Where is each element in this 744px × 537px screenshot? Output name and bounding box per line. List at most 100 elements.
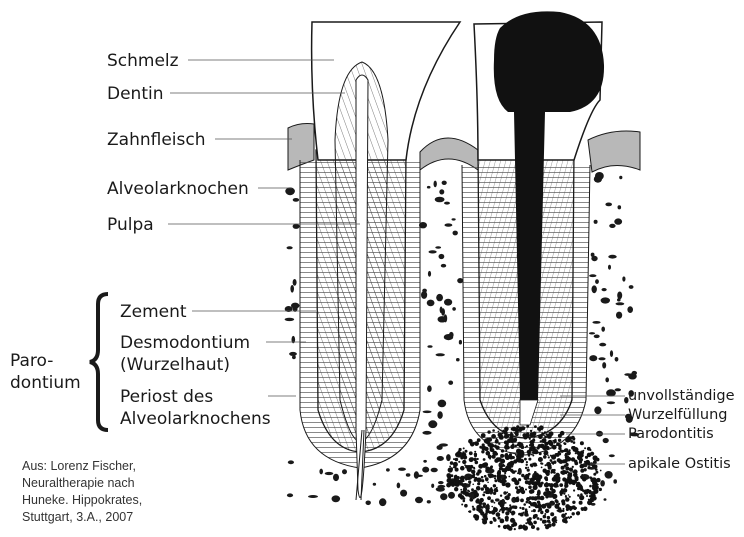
bone-spot bbox=[293, 198, 299, 202]
lesion-speck bbox=[596, 458, 600, 462]
lesion-speck bbox=[487, 430, 490, 433]
lesion-speck bbox=[569, 436, 573, 440]
lesion-speck bbox=[463, 455, 467, 459]
lesion-speck bbox=[595, 471, 598, 474]
lesion-speck bbox=[574, 460, 578, 464]
lesion-speck bbox=[463, 500, 466, 503]
lesion-speck bbox=[594, 456, 596, 458]
lesion-speck bbox=[566, 451, 571, 456]
lesion-speck bbox=[487, 482, 489, 484]
lesion-speck bbox=[493, 517, 496, 520]
lesion-speck bbox=[512, 456, 515, 459]
bone-spot bbox=[601, 327, 605, 332]
lesion-speck bbox=[521, 460, 524, 463]
lesion-speck bbox=[532, 478, 535, 481]
lesion-speck bbox=[528, 517, 531, 520]
lesion-speck bbox=[584, 461, 586, 463]
bone-spot bbox=[431, 468, 438, 473]
bone-spot bbox=[333, 474, 339, 481]
lesion-speck bbox=[519, 450, 524, 455]
lesion-speck bbox=[519, 486, 521, 488]
lesion-speck bbox=[570, 516, 572, 518]
lesion-speck bbox=[586, 495, 588, 497]
lesion-speck bbox=[518, 478, 521, 481]
lesion-speck bbox=[478, 501, 482, 505]
lesion-speck bbox=[537, 475, 542, 480]
lesion-speck bbox=[494, 502, 496, 504]
bone-spot bbox=[366, 501, 371, 506]
lesion-speck bbox=[543, 515, 547, 519]
lesion-speck bbox=[529, 438, 531, 440]
lesion-speck bbox=[498, 517, 500, 519]
lesion-speck bbox=[575, 481, 577, 483]
lesion-speck bbox=[572, 501, 575, 504]
lesion-speck bbox=[451, 483, 455, 487]
lesion-speck bbox=[577, 494, 580, 497]
lesion-speck bbox=[492, 429, 495, 432]
bone-spot bbox=[386, 468, 390, 471]
lesion-speck bbox=[536, 446, 539, 449]
bone-spot bbox=[438, 400, 447, 408]
bone-spot bbox=[632, 371, 637, 375]
lesion-speck bbox=[533, 463, 537, 467]
lesion-speck bbox=[570, 472, 572, 474]
lesion-speck bbox=[596, 478, 600, 482]
lesion-speck bbox=[481, 433, 486, 438]
lesion-speck bbox=[471, 457, 474, 460]
lesion-speck bbox=[541, 432, 543, 434]
bone-spot bbox=[601, 297, 610, 303]
lesion-speck bbox=[514, 520, 516, 522]
lesion-speck bbox=[498, 443, 500, 445]
lesion-speck bbox=[483, 494, 485, 496]
lesion-speck bbox=[573, 441, 576, 444]
lesion-speck bbox=[481, 506, 483, 508]
bone-spot bbox=[594, 176, 602, 183]
lesion-speck bbox=[472, 506, 474, 508]
lesion-speck bbox=[531, 525, 535, 529]
bone-spot bbox=[427, 186, 431, 189]
lesion-speck bbox=[505, 502, 507, 504]
lesion-speck bbox=[515, 497, 520, 502]
lesion-speck bbox=[558, 439, 561, 442]
lesion-speck bbox=[481, 487, 484, 490]
lesion-speck bbox=[580, 476, 582, 478]
bone-spot bbox=[446, 454, 451, 461]
lesion-speck bbox=[498, 431, 500, 433]
lesion-speck bbox=[487, 497, 490, 500]
lesion-speck bbox=[545, 509, 549, 513]
lesion-speck bbox=[592, 484, 596, 488]
lesion-speck bbox=[532, 455, 534, 457]
lesion-speck bbox=[588, 466, 591, 469]
lesion-speck bbox=[531, 465, 533, 467]
bone-spot bbox=[288, 460, 294, 464]
lesion-speck bbox=[584, 447, 586, 449]
lesion-speck bbox=[536, 527, 539, 530]
lesion-speck bbox=[502, 430, 504, 432]
source-citation: Aus: Lorenz Fischer, Neuraltherapie nach… bbox=[22, 458, 142, 526]
bone-spot bbox=[604, 498, 607, 501]
label-pulpa: Pulpa bbox=[107, 215, 154, 235]
lesion-speck bbox=[533, 431, 536, 434]
lesion-speck bbox=[554, 516, 557, 519]
lesion-speck bbox=[566, 457, 571, 462]
label-wurzelhaut: (Wurzelhaut) bbox=[120, 355, 230, 375]
bone-spot bbox=[594, 406, 601, 414]
bone-spot bbox=[427, 500, 431, 503]
lesion-speck bbox=[562, 470, 567, 475]
lesion-speck bbox=[529, 489, 534, 494]
bone-spot bbox=[495, 498, 500, 501]
bone-spot bbox=[422, 431, 431, 435]
bone-spot bbox=[435, 197, 445, 203]
lesion-speck bbox=[549, 441, 554, 446]
lesion-speck bbox=[564, 482, 568, 486]
bone-spot bbox=[622, 276, 625, 281]
lesion-speck bbox=[487, 504, 489, 506]
lesion-speck bbox=[485, 487, 490, 492]
lesion-speck bbox=[577, 511, 580, 514]
lesion-speck bbox=[467, 495, 469, 497]
lesion-speck bbox=[532, 449, 537, 454]
lesion-speck bbox=[561, 514, 566, 519]
lesion-speck bbox=[491, 506, 493, 508]
lesion-speck bbox=[572, 512, 575, 515]
lesion-speck bbox=[551, 513, 553, 515]
